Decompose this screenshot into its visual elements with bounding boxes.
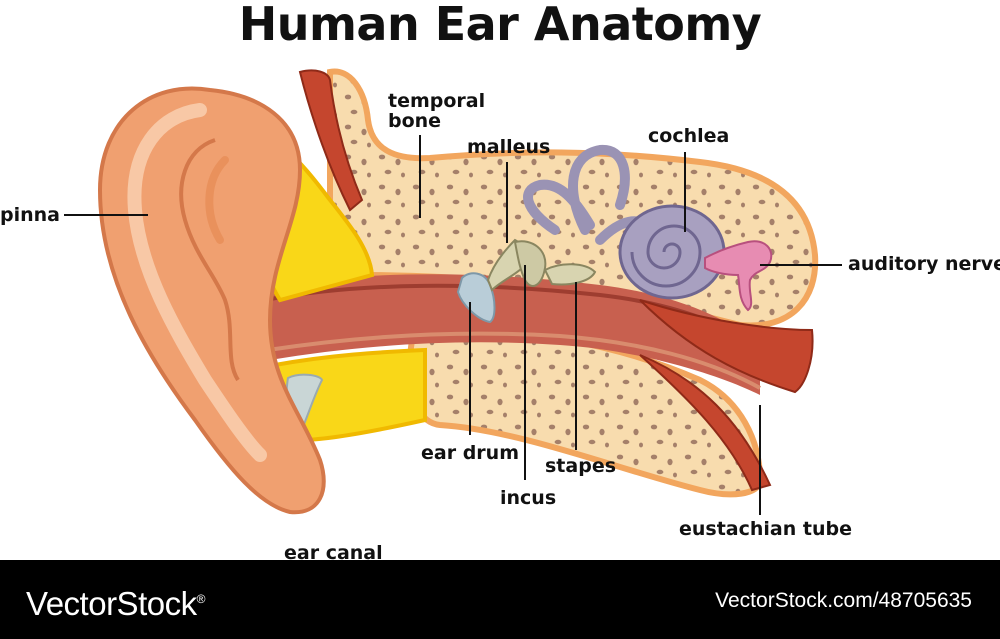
label-malleus: malleus xyxy=(467,136,551,158)
incus-shape xyxy=(513,240,547,287)
page-title: Human Ear Anatomy xyxy=(238,0,762,51)
ear-drum-shape xyxy=(456,272,496,324)
brand-registered-mark: ® xyxy=(196,592,206,606)
footer-url: VectorStock.com/48705635 xyxy=(715,589,972,612)
ear-diagram xyxy=(64,68,842,515)
label-auditory-nerve: auditory nerve xyxy=(848,253,1000,275)
footer-banner: VectorStock® VectorStock.com/48705635 xyxy=(0,560,1000,639)
label-ear-drum: ear drum xyxy=(421,442,519,464)
label-eustachian-tube: eustachian tube xyxy=(679,518,852,540)
brand-logo: VectorStock® xyxy=(26,580,205,623)
label-temporal-bone: temporal bone xyxy=(388,90,486,132)
pinna-shape xyxy=(97,86,326,515)
brand-name: VectorStock xyxy=(26,585,197,622)
label-ear-canal: ear canal xyxy=(284,542,383,564)
auditory-nerve-shape xyxy=(704,240,773,312)
muscle-eustachian xyxy=(639,299,814,394)
label-pinna: pinna xyxy=(0,204,60,226)
label-cochlea: cochlea xyxy=(648,125,730,147)
leader-lines xyxy=(64,135,842,515)
label-incus: incus xyxy=(500,487,557,509)
stapes-shape xyxy=(543,263,597,286)
label-stapes: stapes xyxy=(545,455,617,477)
muscle-upper xyxy=(298,69,364,212)
